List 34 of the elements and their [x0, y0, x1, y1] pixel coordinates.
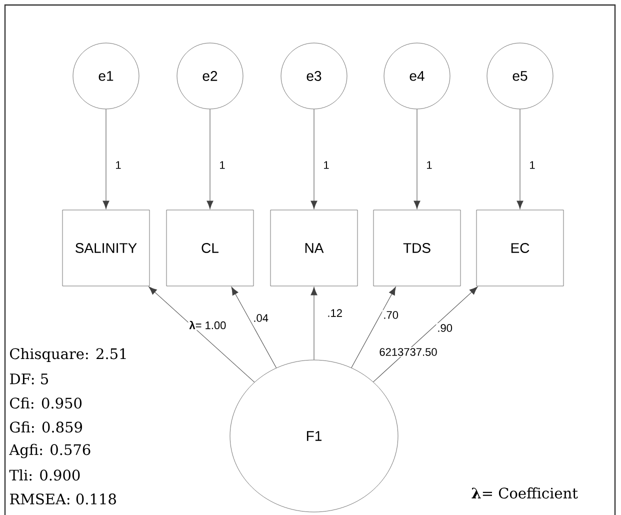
arrow	[351, 286, 396, 368]
edge-label: .90	[438, 324, 452, 332]
fit-statistic: Chisquare: 2.51	[10, 348, 126, 362]
edge-label: 1	[427, 161, 432, 169]
edge-label: λ= 1.00	[189, 320, 226, 330]
arrow	[231, 286, 277, 368]
legend-note: λ= Coefficient	[472, 487, 578, 499]
fit-statistic: Tli: 0.900	[9, 469, 80, 481]
edge-label: .70	[384, 311, 398, 319]
variable-box: SALINITY	[62, 210, 150, 286]
estimate-label: 6213737.50	[380, 348, 437, 356]
arrow	[310, 108, 318, 210]
fit-statistic: RMSEA: 0.118	[10, 494, 116, 504]
arrow	[516, 108, 524, 210]
arrow	[310, 286, 318, 360]
fit-statistic: Agfi: 0.576	[9, 444, 90, 458]
fit-statistic: Gfi: 0.859	[10, 421, 82, 433]
arrow	[206, 108, 214, 210]
edge-label: .12	[328, 309, 342, 317]
arrow	[148, 286, 255, 382]
edge-label: 1	[220, 161, 225, 169]
arrow	[102, 108, 110, 210]
fit-statistic: DF: 5	[10, 374, 48, 384]
fit-statistic: Cfi: 0.950	[10, 397, 82, 409]
arrow	[414, 108, 420, 210]
edge-label: 1	[530, 161, 535, 169]
variable-box: NA	[270, 210, 358, 286]
variable-box: CL	[166, 210, 254, 286]
arrow	[373, 286, 478, 382]
variable-box: TDS	[373, 210, 461, 286]
variable-box: EC	[476, 210, 564, 286]
edge-label: .04	[254, 314, 268, 322]
edge-label: 1	[324, 161, 329, 169]
edge-label: 1	[116, 161, 121, 169]
